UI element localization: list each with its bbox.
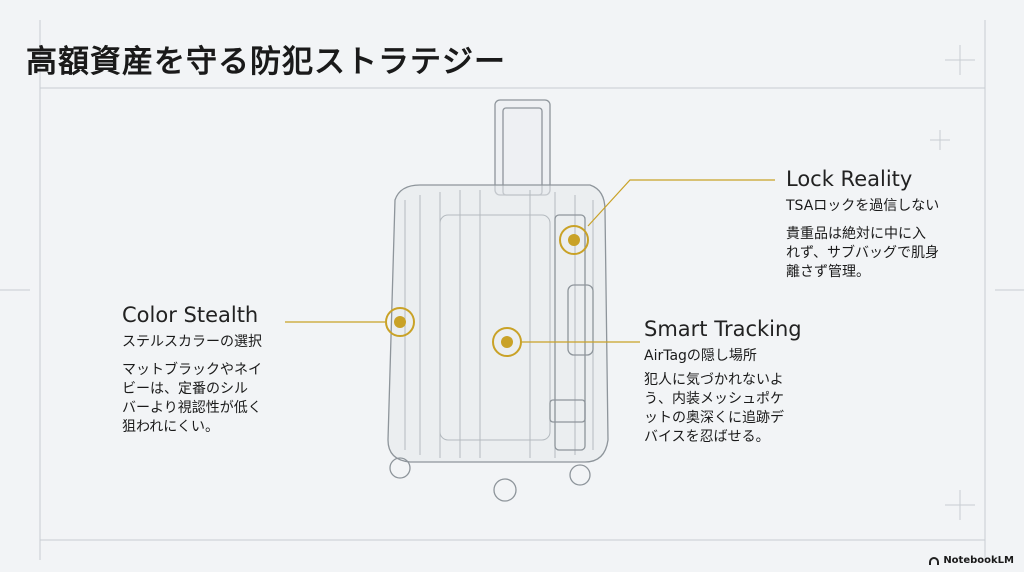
color-target-icon (385, 307, 415, 337)
suitcase-illustration (387, 99, 609, 502)
callout-heading: Color Stealth (122, 303, 259, 327)
body-line: バイスを忍ばせる。 (644, 429, 770, 445)
callout-lock: Lock Reality TSAロックを過信しない 貴重品は絶対に中に入 れず、… (786, 167, 939, 282)
notebooklm-logo-icon (929, 556, 940, 565)
body-line: 離さず管理。 (786, 264, 870, 280)
page-title: 高額資産を守る防犯ストラテジー (26, 44, 506, 80)
body-line: 犯人に気づかれないよ (644, 372, 784, 388)
body-line: マットブラックやネイ (122, 362, 262, 378)
body-line: れず、サブバッグで肌身 (786, 245, 940, 261)
callout-body: マットブラックやネイ ビーは、定番のシル バーより視認性が低く 狙われにくい。 (122, 361, 262, 437)
callout-heading: Smart Tracking (644, 317, 802, 341)
callout-body: 貴重品は絶対に中に入 れず、サブバッグで肌身 離さず管理。 (786, 225, 939, 282)
tracking-target-icon (492, 327, 522, 357)
lock-target-icon (559, 225, 589, 255)
body-line: う、内装メッシュポケ (644, 391, 784, 407)
body-line: ビーは、定番のシル (122, 381, 248, 397)
callout-subheading: AirTagの隠し場所 (644, 348, 757, 364)
callout-subheading: ステルスカラーの選択 (122, 334, 262, 350)
callout-body: 犯人に気づかれないよ う、内装メッシュポケ ットの奥深くに追跡デ バイスを忍ばせ… (644, 371, 802, 447)
callout-color: Color Stealth ステルスカラーの選択 マットブラックやネイ ビーは、… (122, 303, 262, 437)
body-line: ットの奥深くに追跡デ (644, 410, 784, 426)
body-line: 貴重品は絶対に中に入 (786, 226, 926, 242)
callout-tracking: Smart Tracking AirTagの隠し場所 犯人に気づかれないよ う、… (644, 317, 802, 447)
callout-heading: Lock Reality (786, 167, 913, 191)
notebooklm-brand: NotebookLM (929, 555, 1014, 566)
callout-lines (285, 179, 775, 343)
brand-label: NotebookLM (943, 555, 1014, 566)
body-line: バーより視認性が低く (122, 400, 262, 416)
body-line: 狙われにくい。 (122, 419, 220, 435)
callout-subheading: TSAロックを過信しない (786, 198, 940, 214)
